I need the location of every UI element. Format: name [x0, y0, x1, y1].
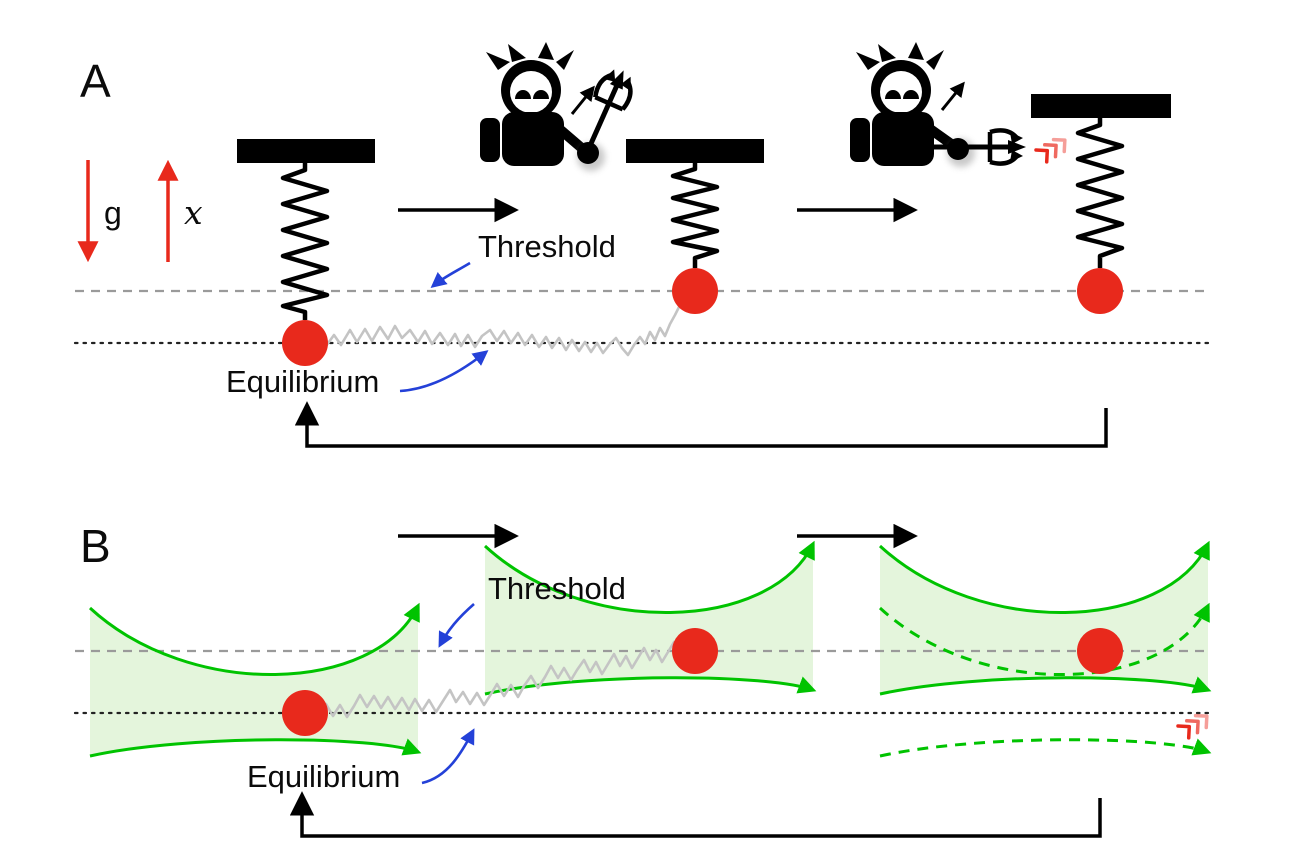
optical-trap-fill-1 [90, 606, 418, 756]
optical-trap-icon-1-bottom [89, 738, 422, 758]
feedback-arrow-a [294, 401, 1108, 448]
trajectory-a [304, 291, 697, 357]
spring-icon-3 [1075, 118, 1125, 268]
panel-b-label: B [80, 520, 111, 572]
equilibrium-pointer-arrow-b [421, 728, 475, 785]
heat-icon-a [1034, 137, 1067, 164]
demon-icon-1 [480, 42, 639, 171]
particle-icon-a3 [1077, 268, 1123, 314]
equilibrium-pointer-arrow-a [399, 350, 489, 393]
threshold-label-b: Threshold [488, 571, 626, 606]
demon-action-arrow [570, 85, 595, 115]
feedback-arrow-b [289, 791, 1102, 838]
spring-icon-1 [280, 163, 330, 320]
equilibrium-label-b: Equilibrium [247, 759, 400, 794]
optical-trap-icon-3-bottom [879, 676, 1212, 696]
ceiling-bar-3 [1031, 94, 1171, 118]
optical-trap-icon-3-top [878, 540, 1210, 614]
threshold-pointer-arrow-a [430, 261, 471, 288]
demon-arm [551, 121, 589, 155]
particle-icon-a2 [672, 268, 718, 314]
optical-trap-fill-2 [485, 544, 813, 694]
heat-icon-b [1176, 713, 1209, 740]
particle-icon-b1 [282, 690, 328, 736]
panel-a-label: A [80, 55, 111, 107]
particle-icon-a1 [282, 320, 328, 366]
spring-icon-2 [670, 163, 720, 268]
optical-trap-prev-bottom [879, 738, 1212, 758]
optical-trap-fill-3 [880, 544, 1208, 694]
particle-icon-b3 [1077, 628, 1123, 674]
ceiling-bar-2 [626, 139, 764, 163]
panel-b: B Threshol [73, 520, 1212, 838]
threshold-label-a: Threshold [478, 229, 616, 264]
threshold-pointer-arrow-b [438, 603, 475, 648]
gravity-label: g [104, 195, 122, 231]
ceiling-bar-1 [237, 139, 375, 163]
trajectory-b [303, 640, 697, 719]
optical-trap-icon-2-bottom [484, 676, 817, 696]
optical-trap-icon-1-top [88, 602, 420, 676]
demon-icon-2 [850, 42, 1026, 167]
particle-icon-b2 [672, 628, 718, 674]
x-axis-label: x [184, 193, 203, 232]
panel-a: A g x [73, 42, 1210, 448]
equilibrium-label-a: Equilibrium [226, 364, 379, 399]
optical-trap-prev-top [878, 602, 1210, 676]
optical-trap-icon-2-top [483, 540, 815, 614]
demon-action-arrow [940, 81, 965, 111]
